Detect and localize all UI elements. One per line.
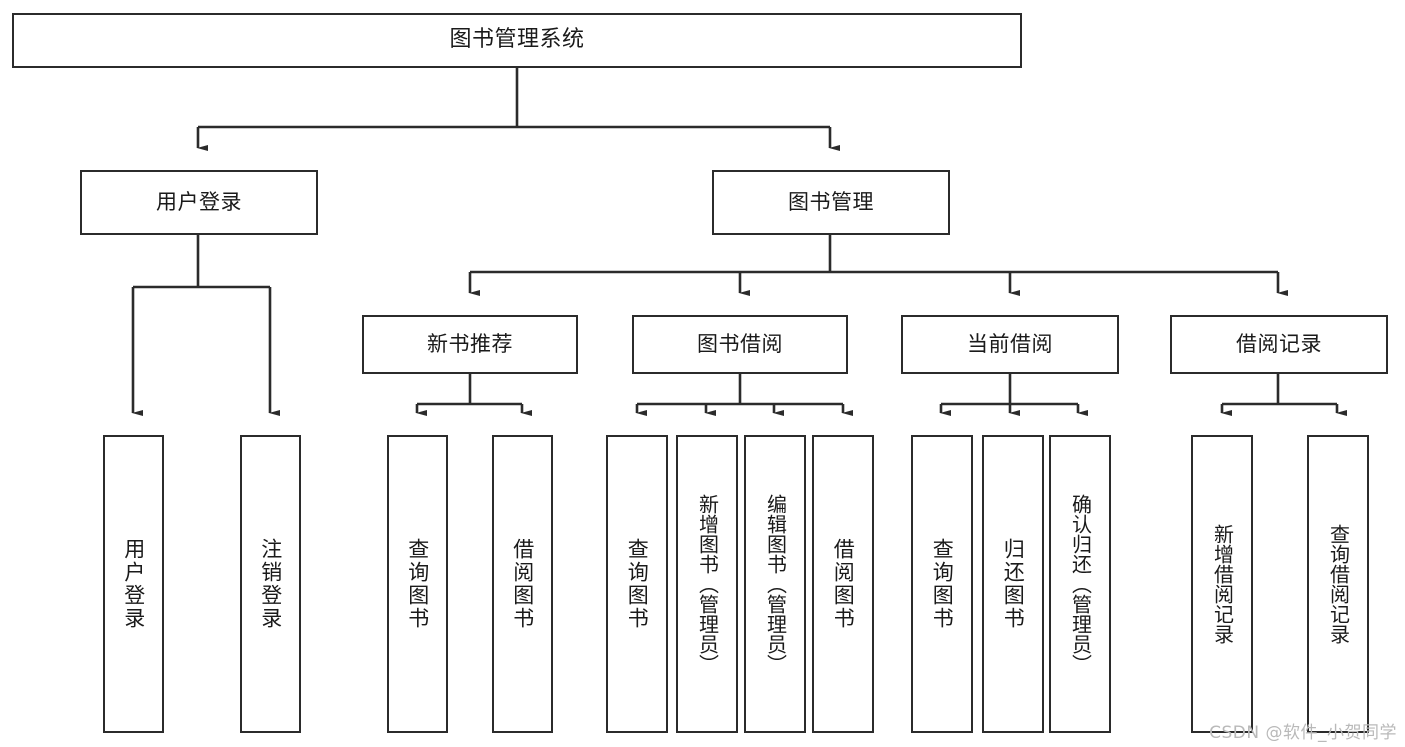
- csdn-watermark: CSDN @软件_小贺同学: [1209, 723, 1397, 743]
- node-borrow-record-label: 借阅记录: [1236, 331, 1322, 356]
- node-leaf-user-login-label: 用户登录: [121, 538, 146, 630]
- node-leaf-query-book-1[interactable]: 查询图书: [387, 435, 448, 733]
- node-leaf-query-book-2[interactable]: 查询图书: [606, 435, 668, 733]
- node-leaf-borrow-book-2-label: 借阅图书: [831, 538, 856, 630]
- node-user-login-label: 用户登录: [156, 189, 242, 214]
- node-leaf-borrow-book-1[interactable]: 借阅图书: [492, 435, 553, 733]
- node-leaf-add-record[interactable]: 新增借阅记录: [1191, 435, 1253, 733]
- node-book-management-label: 图书管理: [788, 189, 874, 214]
- node-root-label: 图书管理系统: [449, 27, 585, 53]
- node-current-borrow[interactable]: 当前借阅: [901, 315, 1119, 374]
- node-new-book-recommend-label: 新书推荐: [427, 331, 513, 356]
- node-leaf-query-record[interactable]: 查询借阅记录: [1307, 435, 1369, 733]
- node-root[interactable]: 图书管理系统: [12, 13, 1022, 68]
- node-leaf-edit-book[interactable]: 编辑图书（管理员）: [744, 435, 806, 733]
- node-leaf-query-book-1-label: 查询图书: [405, 538, 430, 630]
- node-borrow-record[interactable]: 借阅记录: [1170, 315, 1388, 374]
- node-current-borrow-label: 当前借阅: [967, 331, 1053, 356]
- node-leaf-logout-login-label: 注销登录: [258, 538, 283, 630]
- node-book-borrow[interactable]: 图书借阅: [632, 315, 848, 374]
- node-leaf-return-book-label: 归还图书: [1001, 538, 1026, 630]
- node-leaf-query-book-2-label: 查询图书: [625, 538, 650, 630]
- node-new-book-recommend[interactable]: 新书推荐: [362, 315, 578, 374]
- node-leaf-confirm-return[interactable]: 确认归还（管理员）: [1049, 435, 1111, 733]
- node-leaf-add-book[interactable]: 新增图书（管理员）: [676, 435, 738, 733]
- node-user-login[interactable]: 用户登录: [80, 170, 318, 235]
- node-leaf-user-login[interactable]: 用户登录: [103, 435, 164, 733]
- node-leaf-add-book-label: 新增图书（管理员）: [695, 494, 720, 674]
- node-leaf-logout-login[interactable]: 注销登录: [240, 435, 301, 733]
- node-leaf-confirm-return-label: 确认归还（管理员）: [1068, 494, 1093, 674]
- node-leaf-return-book[interactable]: 归还图书: [982, 435, 1044, 733]
- node-leaf-query-record-label: 查询借阅记录: [1326, 524, 1351, 644]
- node-book-management[interactable]: 图书管理: [712, 170, 950, 235]
- node-leaf-add-record-label: 新增借阅记录: [1210, 524, 1235, 644]
- node-leaf-query-book-3[interactable]: 查询图书: [911, 435, 973, 733]
- node-leaf-borrow-book-1-label: 借阅图书: [510, 538, 535, 630]
- node-leaf-borrow-book-2[interactable]: 借阅图书: [812, 435, 874, 733]
- node-leaf-query-book-3-label: 查询图书: [930, 538, 955, 630]
- node-book-borrow-label: 图书借阅: [697, 331, 783, 356]
- node-leaf-edit-book-label: 编辑图书（管理员）: [763, 494, 788, 674]
